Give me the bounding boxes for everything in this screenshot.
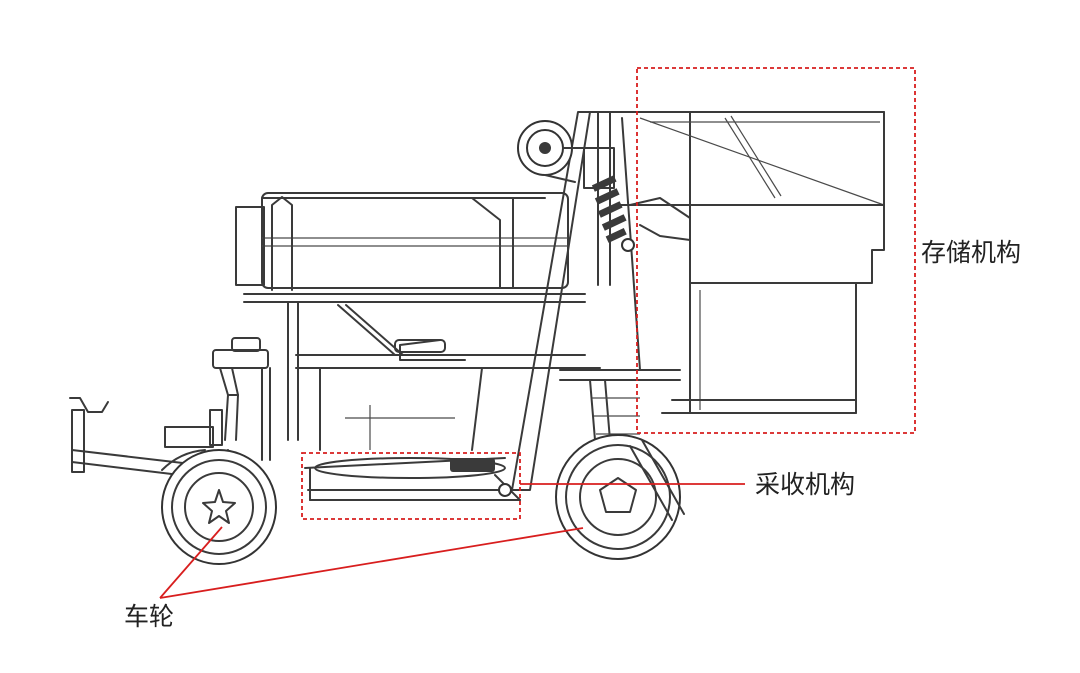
operator-station [164, 337, 269, 448]
harvest-highlight-box [301, 452, 521, 520]
storage-bin [587, 111, 885, 414]
chassis-frame [261, 301, 681, 461]
conveyor-paddles [591, 175, 627, 243]
storage-mechanism-label: 存储机构 [921, 238, 1022, 267]
wheel-label: 车轮 [124, 602, 175, 631]
front-wheel [161, 449, 277, 565]
harvest-unit [304, 457, 521, 501]
annotation-overlay [159, 67, 916, 599]
wheel-leader-line-front [159, 526, 223, 599]
top-roller [517, 120, 586, 183]
wheel-leader-line-rear [159, 527, 584, 599]
rear-wheel [555, 434, 685, 560]
cleaning-drum [235, 192, 586, 303]
elevator-conveyor [511, 111, 691, 491]
harvest-mechanism-label: 采收机构 [755, 470, 856, 499]
